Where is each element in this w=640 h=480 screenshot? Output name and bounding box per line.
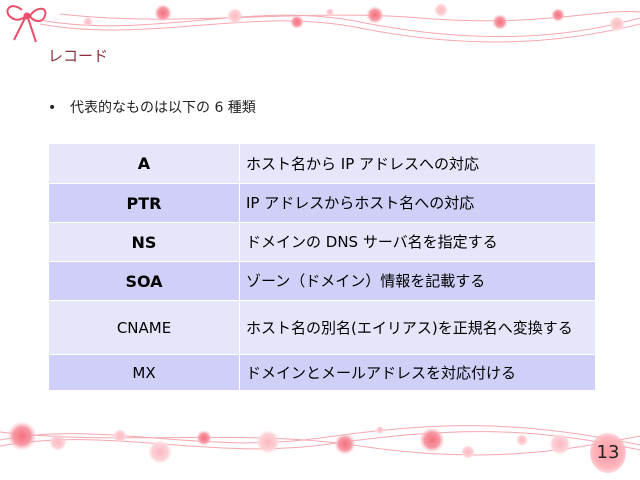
record-description-cell: ドメインの DNS サーバ名を指定する [239,222,596,262]
bullet-text: 代表的なものは以下の 6 種類 [70,100,256,116]
page-number-badge: 13 [590,433,626,473]
ribbon-bow-icon [6,5,47,43]
table-row: PTR IP アドレスからホスト名への対応 [48,183,596,223]
record-type-cell: NS [48,222,240,262]
top-flowers [83,3,625,32]
bullet-dot-icon: • [48,100,57,116]
record-description-cell: ホスト名から IP アドレスへの対応 [239,143,596,184]
bottom-flowers [7,421,571,464]
record-description-cell: IP アドレスからホスト名への対応 [239,183,596,223]
record-type-cell: A [48,143,240,184]
table-row: A ホスト名から IP アドレスへの対応 [48,143,596,184]
record-description-cell: ドメインとメールアドレスを対応付ける [239,354,596,391]
bullet-item: • 代表的なものは以下の 6 種類 [48,97,256,117]
record-type-cell: CNAME [48,300,240,355]
record-description-cell: ゾーン（ドメイン）情報を記載する [239,261,596,301]
dns-record-table: A ホスト名から IP アドレスへの対応 PTR IP アドレスからホスト名への… [48,143,596,391]
record-description-cell: ホスト名の別名(エイリアス)を正規名へ変換する [239,300,596,355]
table-row: MX ドメインとメールアドレスを対応付ける [48,354,596,391]
record-type-cell: PTR [48,183,240,223]
record-type-cell: SOA [48,261,240,301]
record-type-cell: MX [48,354,240,391]
table-row: CNAME ホスト名の別名(エイリアス)を正規名へ変換する [48,300,596,355]
flower-garland-bottom [0,425,640,456]
slide-title: レコード [48,47,109,65]
table-row: NS ドメインの DNS サーバ名を指定する [48,222,596,262]
table-row: SOA ゾーン（ドメイン）情報を記載する [48,261,596,301]
flower-garland-top [39,11,640,43]
